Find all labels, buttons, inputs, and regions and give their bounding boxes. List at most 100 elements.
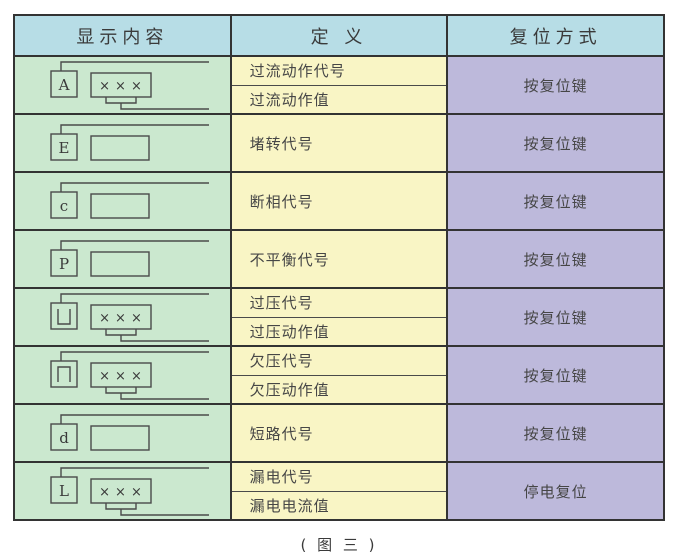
code-letter: d — [60, 429, 70, 447]
fault-display-icon-overvoltage: ××× — [50, 293, 210, 342]
value-box — [90, 425, 151, 451]
definition-text: 欠压代号 — [231, 347, 447, 376]
value-bracket — [105, 329, 138, 336]
fault-display-icon-undervoltage: ××× — [50, 351, 210, 400]
value-callout-line — [120, 509, 210, 516]
definition-text: 过流动作值 — [249, 90, 330, 109]
header-display-content: 显示内容 — [13, 14, 232, 57]
value-bracket — [105, 503, 138, 510]
fault-display-icon-unbalance: P — [50, 240, 210, 277]
value-box — [90, 251, 151, 277]
code-box — [50, 302, 79, 330]
table-row-overcurrent: A ××× 过流动作代号 过流动作值 按复位键 — [13, 55, 665, 115]
table-row-short-circuit: d 短路代号 按复位键 — [13, 403, 665, 463]
display-cell: P — [13, 229, 232, 289]
display-cell: d — [13, 403, 232, 463]
value-box — [90, 304, 153, 330]
reset-method-text: 按复位键 — [446, 345, 665, 405]
value-text: ××× — [99, 485, 147, 500]
header-reset-method: 复位方式 — [446, 14, 665, 57]
header-row: 显示内容 定 义 复位方式 — [13, 14, 665, 57]
value-text: ××× — [99, 311, 147, 326]
value-text: ××× — [99, 369, 147, 384]
code-box — [50, 360, 79, 388]
fault-display-icon-phase-loss: c — [50, 182, 210, 219]
fault-display-icon-short-circuit: d — [50, 414, 210, 451]
callout-line — [60, 124, 210, 134]
callout-line — [60, 240, 210, 250]
callout-line — [60, 293, 210, 303]
code-box — [50, 249, 79, 277]
display-cell: ××× — [13, 345, 232, 405]
definition-text: 漏电电流值 — [249, 496, 330, 515]
table-row-phase-loss: c 断相代号 按复位键 — [13, 171, 665, 231]
reset-method-text: 按复位键 — [446, 229, 665, 289]
callout-line — [60, 414, 210, 424]
fault-display-table: 显示内容 定 义 复位方式 A ××× — [13, 14, 665, 521]
code-box — [50, 423, 79, 451]
definition-cell: 过流动作代号 过流动作值 — [229, 55, 449, 115]
code-box — [50, 70, 79, 98]
square-cup-symbol — [57, 309, 72, 325]
definition-text: 过压代号 — [231, 289, 447, 318]
reset-method-text: 按复位键 — [446, 55, 665, 115]
figure-caption: ( 图 三 ) — [300, 536, 378, 554]
code-box — [50, 133, 79, 161]
definition-text: 断相代号 — [249, 192, 314, 211]
definition-text: 漏电代号 — [231, 463, 447, 492]
definition-cell: 堵转代号 — [229, 113, 449, 173]
reset-method-text: 按复位键 — [446, 287, 665, 347]
definition-text: 不平衡代号 — [249, 250, 330, 269]
table-row-leakage: L ××× 漏电代号 漏电电流值 停电复位 — [13, 461, 665, 521]
reset-method-text: 停电复位 — [446, 461, 665, 521]
reset-method-text: 按复位键 — [446, 171, 665, 231]
value-callout-line — [120, 393, 210, 400]
display-cell: A ××× — [13, 55, 232, 115]
value-bracket — [105, 387, 138, 394]
value-text: ××× — [99, 79, 147, 94]
value-box — [90, 362, 153, 388]
code-letter: E — [59, 139, 70, 157]
definition-text: 过流动作代号 — [231, 57, 447, 86]
definition-text: 短路代号 — [249, 424, 314, 443]
value-box — [90, 72, 153, 98]
table-row-unbalance: P 不平衡代号 按复位键 — [13, 229, 665, 289]
value-callout-line — [120, 335, 210, 342]
callout-line — [60, 467, 210, 477]
fault-display-icon-stall: E — [50, 124, 210, 161]
definition-cell: 过压代号 过压动作值 — [229, 287, 449, 347]
value-bracket — [105, 97, 138, 104]
value-box — [90, 135, 151, 161]
code-box — [50, 191, 79, 219]
reset-method-text: 按复位键 — [446, 113, 665, 173]
header-definition: 定 义 — [229, 14, 449, 57]
definition-cell: 短路代号 — [229, 403, 449, 463]
code-box — [50, 476, 79, 504]
code-letter: P — [59, 255, 69, 273]
definition-text: 欠压动作值 — [249, 380, 330, 399]
code-letter: A — [58, 76, 70, 94]
display-cell: c — [13, 171, 232, 231]
callout-line — [60, 61, 210, 71]
fault-display-icon-leakage: L ××× — [50, 467, 210, 516]
display-cell: L ××× — [13, 461, 232, 521]
square-cap-symbol — [57, 366, 72, 382]
value-box — [90, 478, 153, 504]
table-row-undervoltage: ××× 欠压代号 欠压动作值 按复位键 — [13, 345, 665, 405]
callout-line — [60, 182, 210, 192]
value-box — [90, 193, 151, 219]
table-row-overvoltage: ××× 过压代号 过压动作值 按复位键 — [13, 287, 665, 347]
definition-cell: 不平衡代号 — [229, 229, 449, 289]
value-callout-line — [120, 103, 210, 110]
reset-method-text: 按复位键 — [446, 403, 665, 463]
fault-display-icon-overcurrent: A ××× — [50, 61, 210, 110]
definition-text: 堵转代号 — [249, 134, 314, 153]
code-letter: L — [59, 482, 69, 500]
display-cell: E — [13, 113, 232, 173]
definition-text: 过压动作值 — [249, 322, 330, 341]
code-letter: c — [60, 197, 68, 215]
table-row-stall: E 堵转代号 按复位键 — [13, 113, 665, 173]
definition-cell: 漏电代号 漏电电流值 — [229, 461, 449, 521]
display-cell: ××× — [13, 287, 232, 347]
